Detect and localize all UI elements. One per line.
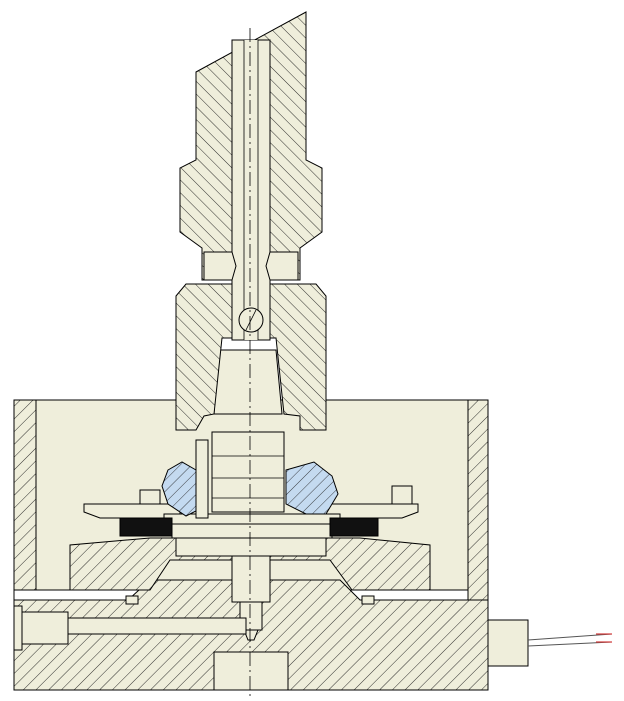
inner-bushing — [195, 349, 285, 519]
gasket-right — [329, 517, 379, 537]
cable-gland — [487, 619, 613, 667]
mounting-plate — [83, 485, 419, 539]
tube-fitting — [179, 11, 323, 341]
gasket-left — [119, 517, 173, 537]
seal-ring-left — [161, 461, 199, 517]
seal-ring-right — [285, 461, 339, 515]
side-plug — [13, 605, 247, 651]
union-nut — [175, 283, 327, 431]
sensor-stem — [213, 555, 289, 691]
